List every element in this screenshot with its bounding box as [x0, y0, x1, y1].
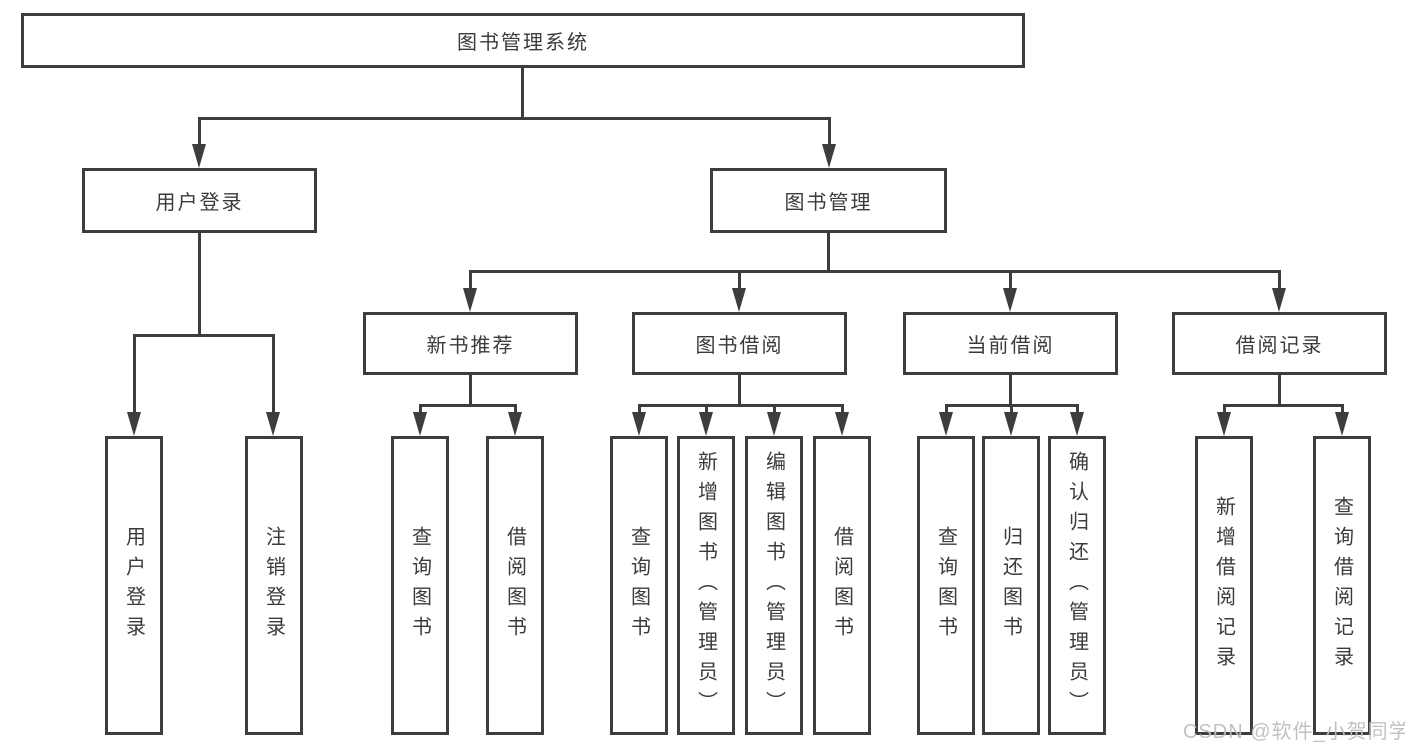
connector-drop-rec-query-record	[1341, 404, 1344, 414]
csdn-watermark: CSDN @软件_小贺同学	[1183, 721, 1405, 743]
arrowhead-cur-query-books	[939, 412, 953, 436]
node-library-management-system: 图书管理系统	[21, 13, 1025, 68]
leaf-current-confirm-return-admin: 确认归还（管理员）	[1048, 436, 1106, 735]
arrowhead-borrowing-records	[1272, 288, 1286, 312]
arrowhead-leaf-logout	[266, 412, 280, 436]
connector-user-login-bar	[133, 334, 275, 337]
leaf-borrowing-query-books: 查询图书	[610, 436, 668, 735]
leaf-user-login: 用户登录	[105, 436, 163, 735]
connector-drop-bor-add-books	[705, 404, 708, 414]
arrowhead-bor-edit-books	[767, 412, 781, 436]
connector-drop-bor-edit-books	[773, 404, 776, 414]
arrowhead-cur-confirm-return	[1070, 412, 1084, 436]
arrowhead-bor-borrow-books	[835, 412, 849, 436]
node-current-borrowing: 当前借阅	[903, 312, 1118, 375]
connector-records-stem	[1278, 375, 1281, 406]
leaf-borrowing-add-books-admin: 新增图书（管理员）	[677, 436, 735, 735]
arrowhead-bor-query-books	[632, 412, 646, 436]
connector-drop-cur-confirm-return	[1076, 404, 1079, 414]
connector-drop-current-borrowing	[1009, 270, 1012, 290]
leaf-recommend-borrow-books: 借阅图书	[486, 436, 544, 735]
connector-book-management-bar	[469, 270, 1281, 273]
connector-drop-leaf-logout	[272, 334, 275, 412]
arrowhead-rec-query-books	[413, 412, 427, 436]
arrowhead-new-book-recommendation	[463, 288, 477, 312]
leaf-current-return-books: 归还图书	[982, 436, 1040, 735]
arrowhead-cur-return-books	[1004, 412, 1018, 436]
arrowhead-bor-add-books	[699, 412, 713, 436]
arrowhead-leaf-user-login	[127, 412, 141, 436]
connector-recommendation-bar	[419, 404, 517, 407]
connector-root-bar	[198, 117, 831, 120]
connector-book-management-stem	[827, 233, 830, 272]
connector-drop-book-borrowing	[738, 270, 741, 290]
arrowhead-book-borrowing	[732, 288, 746, 312]
arrowhead-rec-add-record	[1217, 412, 1231, 436]
leaf-borrowing-borrow-books: 借阅图书	[813, 436, 871, 735]
connector-drop-new-book-recommendation	[469, 270, 472, 290]
leaf-recommend-query-books: 查询图书	[391, 436, 449, 735]
connector-drop-leaf-user-login	[133, 334, 136, 412]
connector-drop-rec-add-record	[1223, 404, 1226, 414]
connector-drop-bor-query-books	[638, 404, 641, 414]
connector-drop-rec-query-books	[419, 404, 422, 414]
connector-records-bar	[1223, 404, 1344, 407]
node-book-borrowing: 图书借阅	[632, 312, 847, 375]
connector-borrowing-stem	[738, 375, 741, 406]
connector-user-login-stem	[198, 233, 201, 336]
connector-current-stem	[1009, 375, 1012, 406]
connector-drop-rec-borrow-books	[514, 404, 517, 414]
node-new-book-recommendation: 新书推荐	[363, 312, 578, 375]
arrowhead-current-borrowing	[1003, 288, 1017, 312]
node-user-login: 用户登录	[82, 168, 317, 233]
leaf-records-query-borrow-record: 查询借阅记录	[1313, 436, 1371, 735]
connector-drop-user-login	[198, 117, 201, 148]
connector-drop-cur-return-books	[1010, 404, 1013, 414]
connector-drop-bor-borrow-books	[841, 404, 844, 414]
connector-drop-borrowing-records	[1278, 270, 1281, 290]
connector-drop-cur-query-books	[945, 404, 948, 414]
connector-borrowing-bar	[638, 404, 844, 407]
arrowhead-rec-borrow-books	[508, 412, 522, 436]
node-borrowing-records: 借阅记录	[1172, 312, 1387, 375]
connector-drop-book-management	[828, 117, 831, 148]
connector-recommendation-stem	[469, 375, 472, 406]
node-book-management: 图书管理	[710, 168, 947, 233]
leaf-records-add-borrow-record: 新增借阅记录	[1195, 436, 1253, 735]
arrowhead-rec-query-record	[1335, 412, 1349, 436]
leaf-current-query-books: 查询图书	[917, 436, 975, 735]
leaf-logout: 注销登录	[245, 436, 303, 735]
leaf-borrowing-edit-books-admin: 编辑图书（管理员）	[745, 436, 803, 735]
arrowhead-user-login	[192, 144, 206, 168]
connector-root-stem	[521, 68, 524, 118]
arrowhead-book-management	[822, 144, 836, 168]
